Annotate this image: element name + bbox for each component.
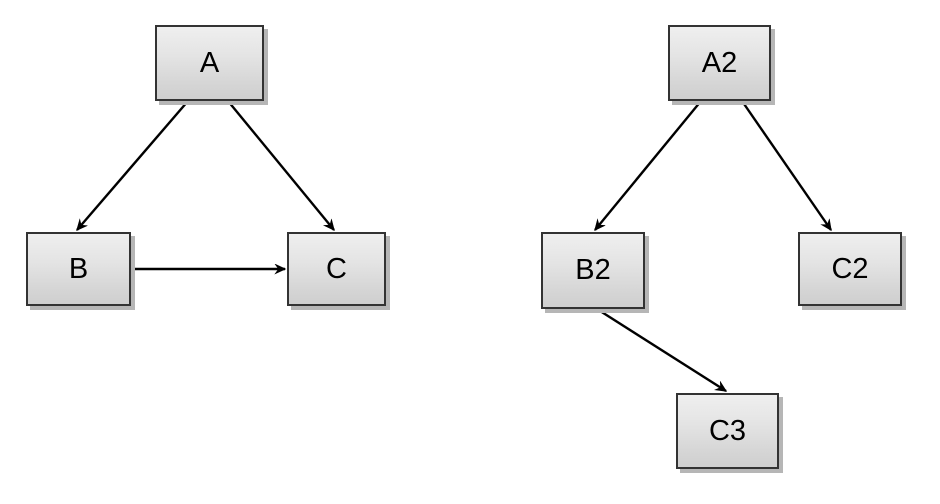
node-b[interactable]: B: [26, 232, 131, 306]
node-c-label: C: [326, 252, 347, 285]
node-c2-label: C2: [831, 252, 869, 285]
node-c2[interactable]: C2: [798, 232, 902, 306]
edge-a2-to-b2: [594, 100, 702, 230]
edge-a-to-c: [227, 100, 335, 230]
node-c3-label: C3: [708, 414, 747, 447]
node-a[interactable]: A: [155, 25, 264, 101]
node-a-label: A: [199, 46, 220, 79]
node-a2[interactable]: A2: [668, 25, 771, 101]
edge-b2-to-c3: [596, 307, 726, 393]
node-b2[interactable]: B2: [541, 232, 645, 309]
node-c[interactable]: C: [287, 232, 386, 306]
node-c3[interactable]: C3: [676, 393, 779, 469]
edge-a2-to-c2: [741, 100, 832, 230]
edge-a-to-b: [76, 100, 189, 230]
node-b-label: B: [68, 252, 89, 285]
node-b2-label: B2: [575, 254, 611, 286]
node-a2-label: A2: [701, 46, 738, 79]
